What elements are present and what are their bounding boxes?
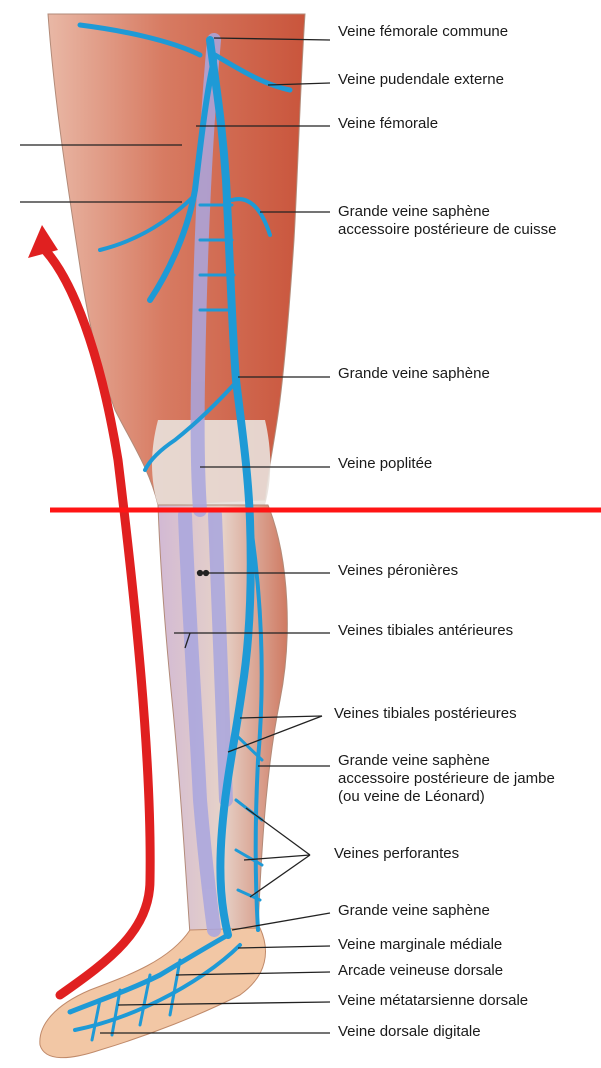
label-veine-metatarsienne-dorsale: Veine métatarsienne dorsale [338, 992, 528, 1010]
label-veine-de-leonard: Grande veine saphène accessoire postérie… [338, 752, 555, 806]
label-veine-dorsale-digitale: Veine dorsale digitale [338, 1023, 481, 1041]
label-veine-poplitee: Veine poplitée [338, 455, 432, 473]
label-gvs-accessoire-cuisse-line2: accessoire postérieure de cuisse [338, 221, 556, 239]
label-grande-veine-saphene-cheville: Grande veine saphène [338, 902, 490, 920]
knee-shape [152, 420, 270, 505]
label-veine-de-leonard-line3: (ou veine de Léonard) [338, 788, 555, 806]
foot-shape [40, 928, 266, 1058]
label-gvs-accessoire-cuisse: Grande veine saphène accessoire postérie… [338, 203, 556, 239]
label-veines-peronieres: Veines péronières [338, 562, 458, 580]
label-arcade-veineuse-dorsale: Arcade veineuse dorsale [338, 962, 503, 980]
label-veine-marginale-mediale: Veine marginale médiale [338, 936, 502, 954]
label-veines-tibiales-anterieures: Veines tibiales antérieures [338, 622, 513, 640]
label-veines-tibiales-posterieures: Veines tibiales postérieures [334, 705, 517, 723]
label-veine-pudendale-externe: Veine pudendale externe [338, 71, 504, 89]
label-veine-femorale-commune: Veine fémorale commune [338, 23, 508, 41]
label-veine-de-leonard-line2: accessoire postérieure de jambe [338, 770, 555, 788]
label-veines-perforantes: Veines perforantes [334, 845, 459, 863]
label-veine-de-leonard-line1: Grande veine saphène [338, 752, 555, 770]
label-gvs-accessoire-cuisse-line1: Grande veine saphène [338, 203, 556, 221]
label-grande-veine-saphene-cuisse: Grande veine saphène [338, 365, 490, 383]
label-veine-femorale: Veine fémorale [338, 115, 438, 133]
